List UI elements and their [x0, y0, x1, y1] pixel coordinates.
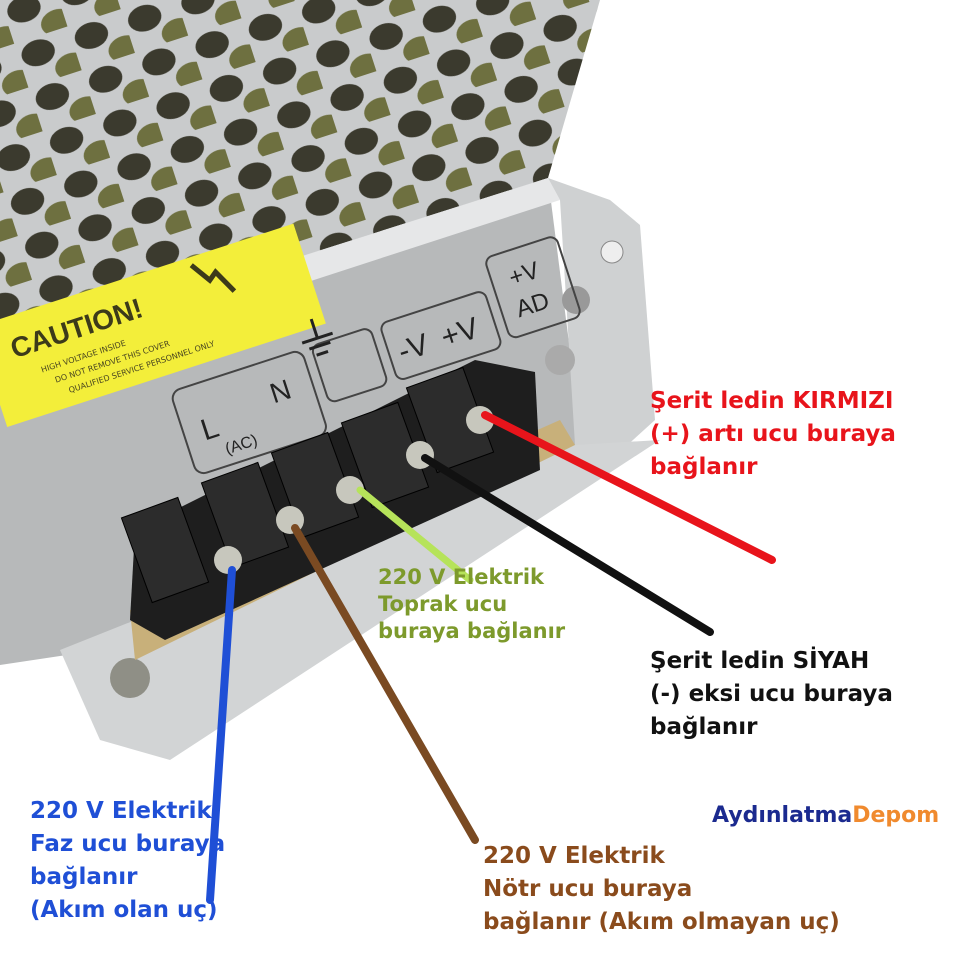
brown-wire	[291, 524, 479, 844]
green-wire	[356, 486, 474, 584]
annotation-line: bağlanır (Akım olmayan uç)	[483, 909, 840, 935]
annotation-line: 220 V Elektrik	[378, 565, 545, 589]
green-wire-annotation: 220 V Elektrik Toprak ucu buraya bağlanı…	[378, 564, 565, 645]
logo-part-1: Aydınlatma	[712, 803, 853, 828]
ground-icon	[301, 318, 334, 357]
annotation-line: Şerit ledin SİYAH	[650, 648, 870, 674]
caution-label: CAUTION! HIGH VOLTAGE INSIDE DO NOT REMO…	[0, 223, 326, 428]
side-bracket	[548, 178, 655, 470]
annotation-line: 220 V Elektrik	[483, 843, 665, 869]
annotation-line: Şerit ledin KIRMIZI	[650, 388, 894, 414]
annotation-line: bağlanır	[650, 714, 758, 740]
black-wire-annotation: Şerit ledin SİYAH (-) eksi ucu buraya ba…	[650, 645, 893, 744]
brand-logo: AydınlatmaDepom	[712, 803, 939, 828]
annotation-line: Toprak ucu	[378, 592, 508, 616]
annotation-line: 220 V Elektrik	[30, 798, 212, 824]
annotation-line: Faz ucu buraya	[30, 831, 226, 857]
annotation-line: (Akım olan uç)	[30, 897, 218, 923]
annotation-line: bağlanır	[650, 454, 758, 480]
annotation-line: bağlanır	[30, 864, 138, 890]
red-wire-annotation: Şerit ledin KIRMIZI (+) artı ucu buraya …	[650, 385, 896, 484]
black-wire	[421, 454, 714, 636]
annotation-line: (+) artı ucu buraya	[650, 421, 896, 447]
annotation-line: Nötr ucu buraya	[483, 876, 693, 902]
perforated-cover	[0, 0, 600, 352]
blue-wire-annotation: 220 V Elektrik Faz ucu buraya bağlanır (…	[30, 795, 225, 927]
brown-wire-annotation: 220 V Elektrik Nötr ucu buraya bağlanır …	[483, 840, 840, 939]
logo-part-2: Depom	[852, 803, 940, 828]
annotation-line: buraya bağlanır	[378, 619, 566, 643]
annotation-line: (-) eksi ucu buraya	[650, 681, 893, 707]
blue-wire	[206, 566, 236, 904]
lightning-bolt-icon	[189, 263, 237, 293]
red-wire	[481, 411, 776, 564]
